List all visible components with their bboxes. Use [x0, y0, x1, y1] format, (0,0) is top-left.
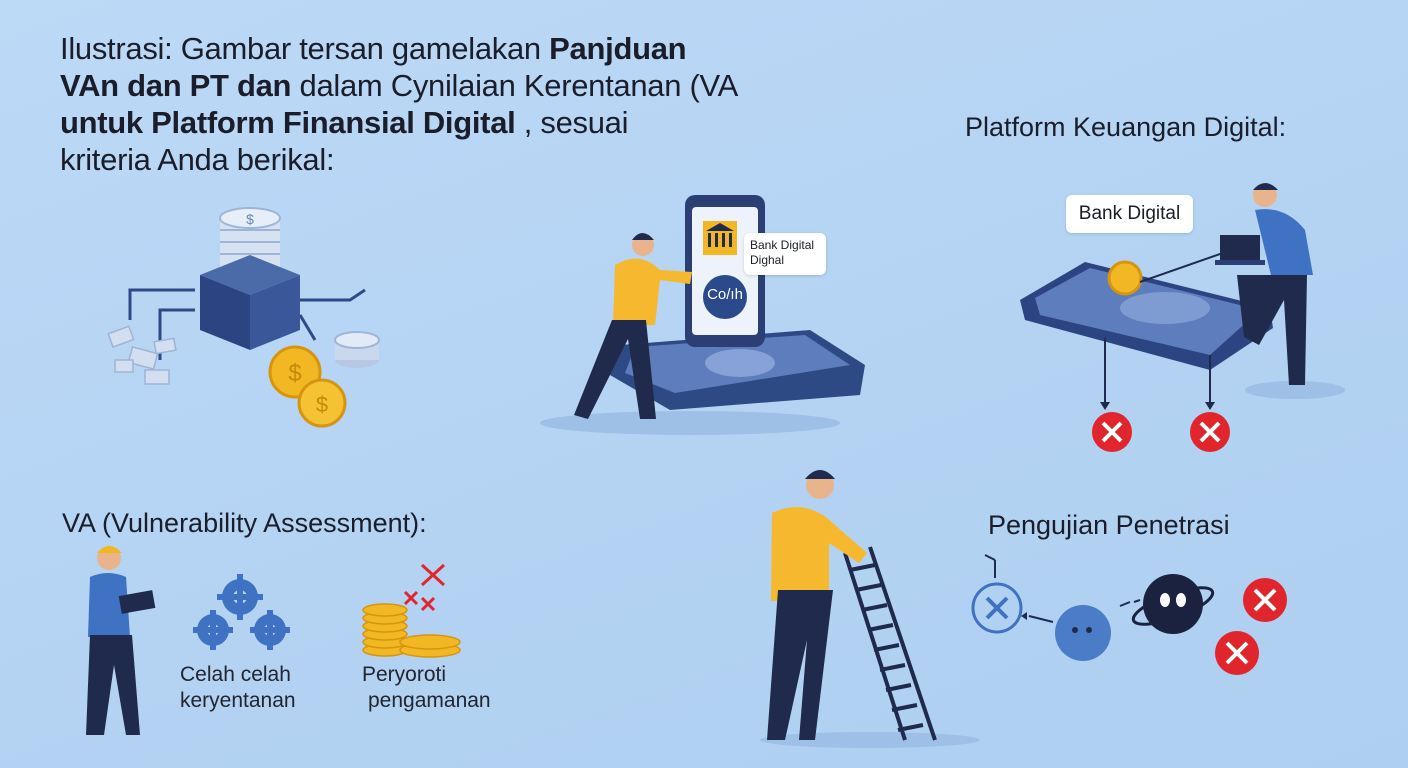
title-line3-bold: untuk Platform Finansial Digital	[60, 105, 516, 140]
svg-text:$: $	[316, 392, 328, 417]
svg-text:$: $	[246, 211, 254, 227]
ladder-icon	[760, 470, 980, 748]
title-line2-bold: VAn dan PT dan	[60, 68, 292, 103]
va-heading: VA (Vulnerability Assessment):	[62, 508, 427, 538]
server-icon: $ $ $	[107, 207, 380, 428]
coin-icon: $ $	[268, 345, 347, 428]
phone-bubble: Bank Digital Dighal	[744, 233, 826, 275]
bank-icon	[703, 221, 737, 255]
bank-digital-bubble: Bank Digital	[1066, 195, 1193, 233]
title-line1-bold: Panjduan	[549, 31, 687, 66]
laptop-icon	[1215, 235, 1265, 265]
va-gaps-label: Celah celah keryentanan	[180, 662, 296, 714]
user-figure-icon	[86, 546, 156, 735]
platform-heading: Platform Keuangan Digital:	[965, 112, 1287, 142]
title-line2: dalam Cynilaian Kerentanan (VA	[291, 68, 739, 103]
title-line4: kriteria Anda berikal:	[60, 142, 335, 177]
va-highlight-line1: Peryoroti	[362, 663, 447, 686]
svg-text:$: $	[288, 360, 301, 387]
title-line3: , sesuai	[515, 105, 629, 140]
coin-icon	[1107, 260, 1143, 296]
phone-bubble-line2: Dighal	[750, 253, 785, 267]
va-highlight-line2: pengamanan	[368, 689, 491, 712]
platform-device	[1020, 183, 1345, 452]
title-line1: Ilustrasi: Gambar tersan gamelakan	[60, 31, 550, 66]
phone-bubble-line1: Bank Digital	[750, 238, 815, 252]
bug-icon	[971, 554, 1287, 675]
va-highlight-label: Peryoroti pengamanan	[362, 662, 491, 714]
va-gaps-line2: keryentanan	[180, 689, 296, 712]
coin-icon	[362, 563, 461, 658]
error-x-icon	[1092, 412, 1230, 452]
page-title: Ilustrasi: Gambar tersan gamelakan Panjd…	[60, 30, 820, 178]
phone-logo-text: Co/ıh	[707, 286, 743, 303]
va-gaps-line1: Celah celah	[180, 663, 291, 686]
smartphone-icon	[540, 195, 865, 435]
error-x-icon	[1215, 578, 1287, 675]
gear-icon	[193, 574, 290, 650]
pt-heading: Pengujian Penetrasi	[988, 510, 1230, 540]
